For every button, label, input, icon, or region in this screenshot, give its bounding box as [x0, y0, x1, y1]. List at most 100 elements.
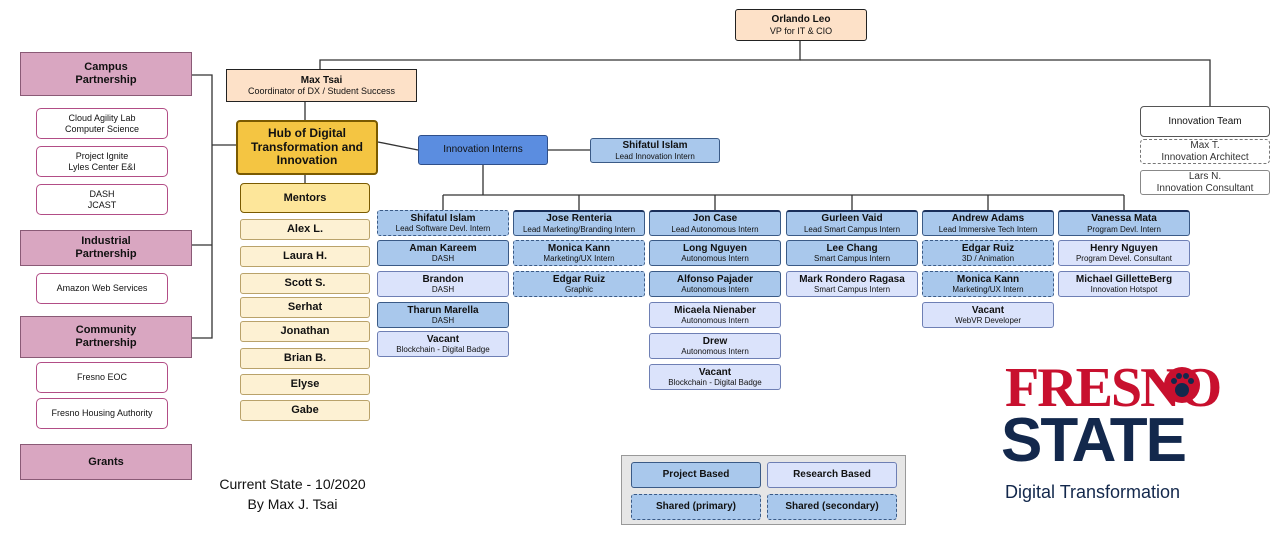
person-name: Aman Kareem	[409, 242, 477, 254]
coordinator-title: Coordinator of DX / Student Success	[247, 86, 396, 97]
person-name: Drew	[702, 335, 728, 347]
person-name: Tharun Marella	[407, 304, 479, 316]
mentor-item: Jonathan	[240, 321, 370, 342]
industrial-partnership-header: Industrial Partnership	[20, 230, 192, 266]
partner-name: Cloud Agility Lab	[68, 113, 136, 124]
person-role: DASH	[431, 285, 455, 295]
person-name: Gurleen Vaid	[821, 213, 883, 225]
mentor-item: Laura H.	[240, 246, 370, 267]
person-name: Monica Kann	[547, 242, 611, 254]
mentor-item: Brian B.	[240, 348, 370, 369]
person-role: Lead Smart Campus Intern	[803, 224, 901, 234]
person-name: Shifatul Islam	[410, 212, 476, 224]
hub-label: Hub of Digital Transformation and Innova…	[250, 125, 363, 168]
person-role: Autonomous Intern	[681, 254, 749, 264]
legend-shared-primary: Shared (primary)	[631, 494, 761, 520]
person-role: Autonomous Intern	[681, 316, 749, 326]
person-role: Lead Innovation Intern	[615, 151, 695, 161]
person-name: Edgar Ruiz	[961, 242, 1015, 254]
mentor-item: Alex L.	[240, 219, 370, 240]
mentor-item: Scott S.	[240, 273, 370, 294]
footer-author: By Max J. Tsai	[247, 495, 338, 512]
person-name: Vacant	[426, 333, 460, 345]
grants-label: Grants	[88, 455, 124, 468]
innovation-interns-label: Innovation Interns	[443, 144, 523, 156]
person-name: Jose Renteria	[546, 213, 612, 225]
vp-name: Orlando Leo	[771, 14, 831, 26]
coordinator-box: Max Tsai Coordinator of DX / Student Suc…	[226, 69, 417, 102]
person-role: Program Devl. Intern	[1087, 224, 1161, 234]
community-partnership-header: Community Partnership	[20, 316, 192, 358]
mentor-name: Elyse	[290, 378, 320, 391]
partner-name: Project Ignite	[75, 151, 129, 162]
industrial-partnership-label: Industrial Partnership	[75, 235, 137, 260]
footer-date: Current State - 10/2020	[219, 476, 366, 492]
partner-name: Fresno EOC	[76, 372, 127, 383]
person-role: DASH	[431, 254, 455, 264]
partner-name: Fresno Housing Authority	[51, 408, 153, 419]
campus-partnership-header: Campus Partnership	[20, 52, 192, 96]
community-partnership-label: Community Partnership	[75, 324, 137, 349]
person-name: Henry Nguyen	[1090, 242, 1158, 254]
partner-item: Fresno EOC	[36, 362, 168, 393]
person-role: WebVR Developer	[954, 316, 1022, 326]
vp-title: VP for IT & CIO	[769, 25, 833, 36]
innovation-team-box: Innovation Team	[1140, 106, 1270, 137]
mentor-name: Laura H.	[282, 250, 327, 263]
mentor-name: Scott S.	[284, 277, 326, 290]
mentor-name: Alex L.	[286, 223, 324, 236]
legend-label: Shared (primary)	[655, 501, 737, 513]
person-name: Shifatul Islam	[622, 140, 688, 152]
partner-detail: JCAST	[87, 199, 117, 210]
person-role: Innovation Consultant	[1156, 182, 1254, 194]
person-role: Marketing/UX Intern	[543, 254, 615, 264]
mentor-name: Brian B.	[283, 352, 327, 365]
logo-tagline: Digital Transformation	[1005, 482, 1181, 502]
grants-box: Grants	[20, 444, 192, 480]
person-name: Vacant	[971, 304, 1005, 316]
person-role: Program Devel. Consultant	[1075, 254, 1173, 264]
person-name: Mark Rondero Ragasa	[799, 273, 905, 285]
legend-project-based: Project Based	[631, 462, 761, 488]
mentor-item: Elyse	[240, 374, 370, 395]
footer-note: Current State - 10/2020 By Max J. Tsai	[200, 475, 385, 514]
mentor-item: Gabe	[240, 400, 370, 421]
fresno-state-logo: FRESNO STATE Digital Transformation	[995, 360, 1225, 510]
paw-icon	[1163, 366, 1201, 404]
partner-item: Amazon Web Services	[36, 273, 168, 304]
person-name: Alfonso Pajader	[676, 273, 754, 285]
mentors-label: Mentors	[283, 191, 327, 204]
legend-label: Research Based	[793, 469, 871, 481]
person-name: Micaela Nienaber	[674, 304, 756, 316]
person-role: Marketing/UX Intern	[952, 285, 1024, 295]
partner-item: Fresno Housing Authority	[36, 398, 168, 429]
innovation-interns-box: Innovation Interns	[418, 135, 548, 165]
lead-innovation-intern: Shifatul Islam Lead Innovation Intern	[590, 138, 720, 163]
person-role: DASH	[431, 316, 455, 326]
mentor-item: Serhat	[240, 297, 370, 318]
person-name: Edgar Ruiz	[552, 273, 606, 285]
person-role: Innovation Hotspot	[1090, 285, 1158, 295]
mentor-name: Serhat	[287, 301, 323, 314]
legend-shared-secondary: Shared (secondary)	[767, 494, 897, 520]
person-name: Andrew Adams	[951, 213, 1025, 225]
person-role: Blockchain - Digital Badge	[668, 378, 762, 388]
person-name: Long Nguyen	[683, 242, 747, 254]
